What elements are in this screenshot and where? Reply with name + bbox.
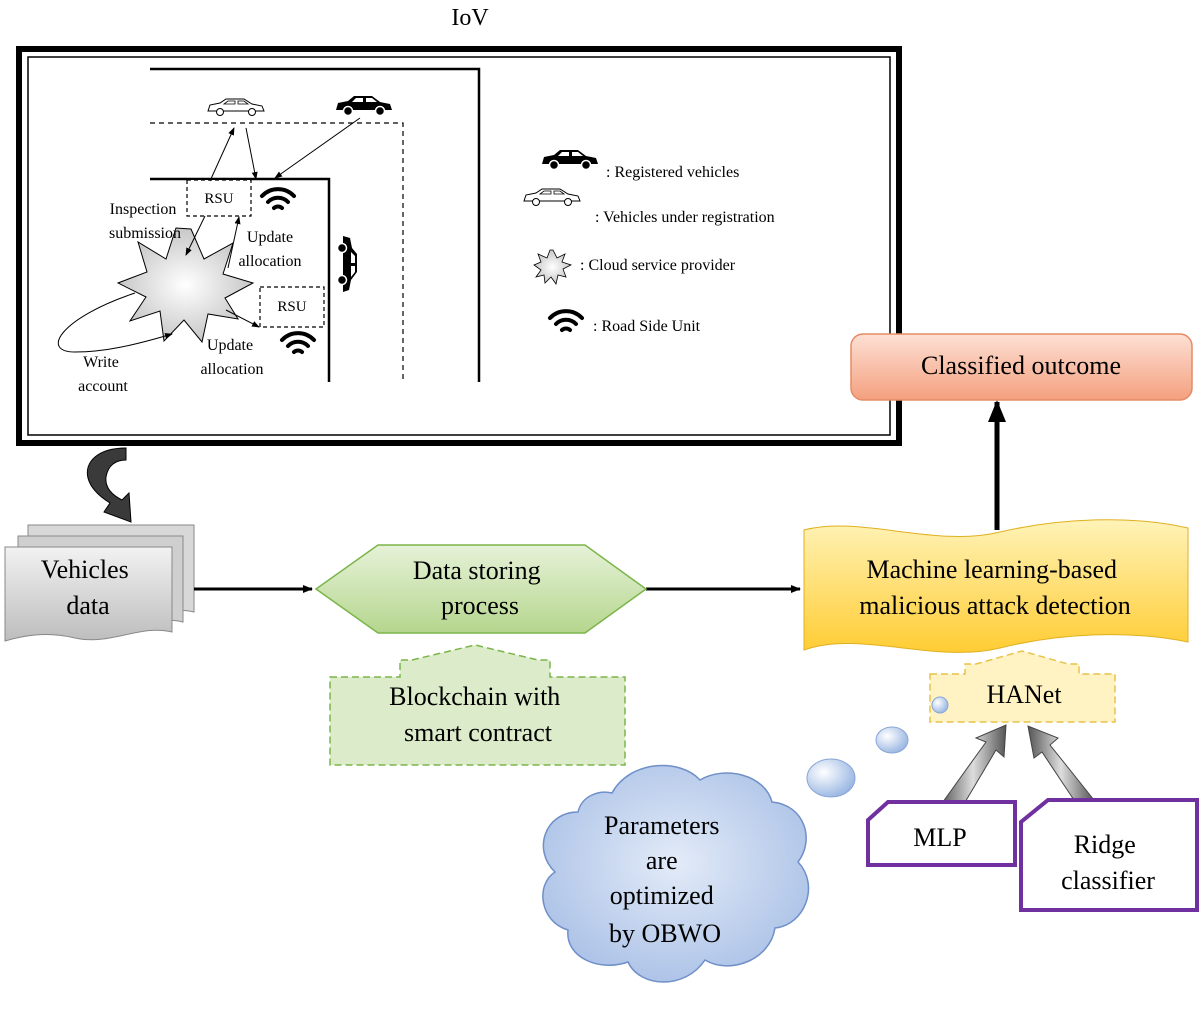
arrow-rsu-to-car: [209, 127, 235, 182]
road-inner: [150, 177, 331, 382]
cloud-service-provider-icon: [116, 227, 255, 344]
classified-outcome-node: Classified outcome: [850, 333, 1193, 401]
inspection-label: Inspection submission: [109, 201, 181, 242]
rsu-label-top: RSU: [204, 191, 233, 207]
vehicles-data-node: Vehicles data: [4, 524, 195, 642]
road-outer: [150, 67, 481, 382]
ml-detection-node: Machine learning-based malicious attack …: [803, 519, 1189, 653]
road-dashed: [150, 122, 404, 382]
data-storing-node: Data storing process: [314, 544, 648, 634]
rsu-box-bottom: [259, 286, 325, 328]
legend: : Registered vehicles : Vehicles under r…: [523, 149, 775, 335]
ridge-classifier-label: Ridge classifier: [1061, 830, 1155, 895]
classified-outcome-label: Classified outcome: [921, 351, 1121, 380]
legend-registered: : Registered vehicles: [606, 164, 739, 181]
thought-bubble-icon: [875, 726, 909, 754]
curved-down-arrow-icon: [86, 447, 132, 523]
data-storing-label: Data storing process: [413, 556, 547, 620]
arrow-car-to-rsu: [245, 127, 258, 180]
parameters-label: Parameters are optimized by OBWO: [604, 811, 726, 948]
hanet-label: HANet: [986, 680, 1062, 709]
iov-panel: RSU RSU Inspection submission Update all…: [16, 46, 902, 446]
rsu-box-top: [186, 179, 252, 217]
legend-cloud: : Cloud service provider: [580, 257, 736, 274]
legend-under-registration: : Vehicles under registration: [595, 209, 775, 226]
cloud-service-provider-icon: [533, 249, 573, 285]
hanet-node: HANet: [929, 650, 1116, 723]
update-allocation-bottom-label: Update allocation: [200, 337, 263, 378]
mlp-node: MLP: [866, 800, 1017, 867]
arrow-ridge-to-hanet: [1027, 725, 1095, 807]
parameters-cloud-node: Parameters are optimized by OBWO: [542, 764, 810, 983]
blockchain-label: Blockchain with smart contract: [389, 682, 567, 747]
vehicles-data-label: Vehicles data: [41, 555, 136, 620]
rsu-label-bottom: RSU: [277, 299, 306, 315]
iov-title: IoV: [451, 5, 489, 31]
legend-rsu: : Road Side Unit: [593, 318, 701, 335]
ridge-classifier-node: Ridge classifier: [1019, 798, 1199, 912]
ml-detection-label: Machine learning-based malicious attack …: [859, 555, 1130, 620]
write-account-loop: [57, 292, 173, 353]
thought-bubble-icon: [806, 758, 856, 798]
thought-bubble-icon: [931, 696, 949, 714]
update-allocation-top-label: Update allocation: [238, 229, 301, 270]
write-account-label: Write account: [78, 354, 128, 395]
arrow-black-car-to-rsu: [274, 117, 361, 179]
mlp-label: MLP: [913, 823, 966, 852]
arrow-cloud-to-rsu: [227, 216, 241, 269]
blockchain-node: Blockchain with smart contract: [329, 644, 626, 766]
arrow-cloud-to-rsu-bottom: [225, 309, 260, 328]
arrow-rsu-to-cloud: [185, 215, 206, 256]
